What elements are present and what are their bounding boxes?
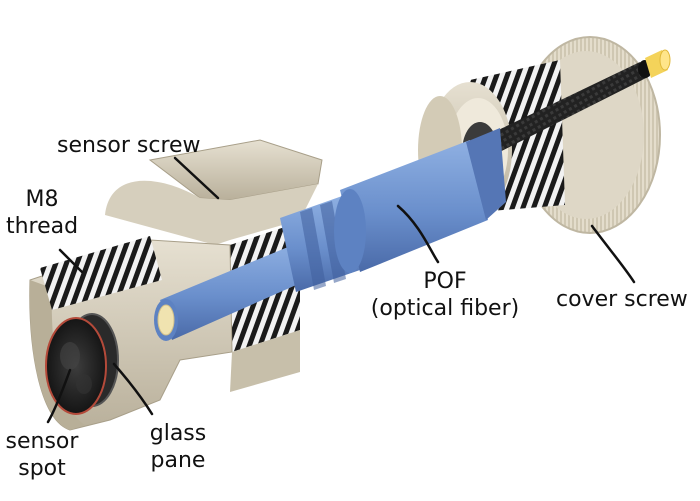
fiber-core-tip bbox=[645, 49, 671, 78]
leader-pof bbox=[396, 204, 440, 264]
label-sensor-screw: sensor screw bbox=[57, 133, 201, 158]
pof-fiber-body bbox=[154, 128, 506, 341]
label-sensor-spot-line1: sensor bbox=[5, 429, 79, 454]
leader-sensor-spot bbox=[46, 368, 72, 424]
leader-glass-pane bbox=[112, 362, 154, 416]
label-sensor-spot-line2: spot bbox=[18, 456, 66, 481]
leader-cover-screw bbox=[590, 224, 636, 284]
label-pof-line1: POF bbox=[423, 269, 467, 294]
label-cover-screw: cover screw bbox=[556, 287, 688, 312]
label-m8-thread-line1: M8 bbox=[25, 187, 59, 212]
m8-thread bbox=[40, 236, 162, 310]
leader-lines bbox=[46, 156, 636, 424]
leader-sensor-screw bbox=[173, 156, 220, 200]
label-sensor-spot: sensor spot bbox=[0, 428, 84, 482]
sensor-spot bbox=[45, 317, 107, 415]
label-glass-pane-line2: pane bbox=[150, 448, 206, 473]
label-m8-thread: M8 thread bbox=[0, 186, 84, 240]
leader-m8-thread bbox=[58, 248, 84, 274]
label-glass-pane: glass pane bbox=[136, 420, 220, 474]
label-pof: POF (optical fiber) bbox=[350, 268, 540, 322]
label-glass-pane-line1: glass bbox=[149, 421, 207, 446]
label-pof-line2: (optical fiber) bbox=[370, 296, 520, 321]
label-m8-thread-line2: thread bbox=[5, 214, 79, 239]
